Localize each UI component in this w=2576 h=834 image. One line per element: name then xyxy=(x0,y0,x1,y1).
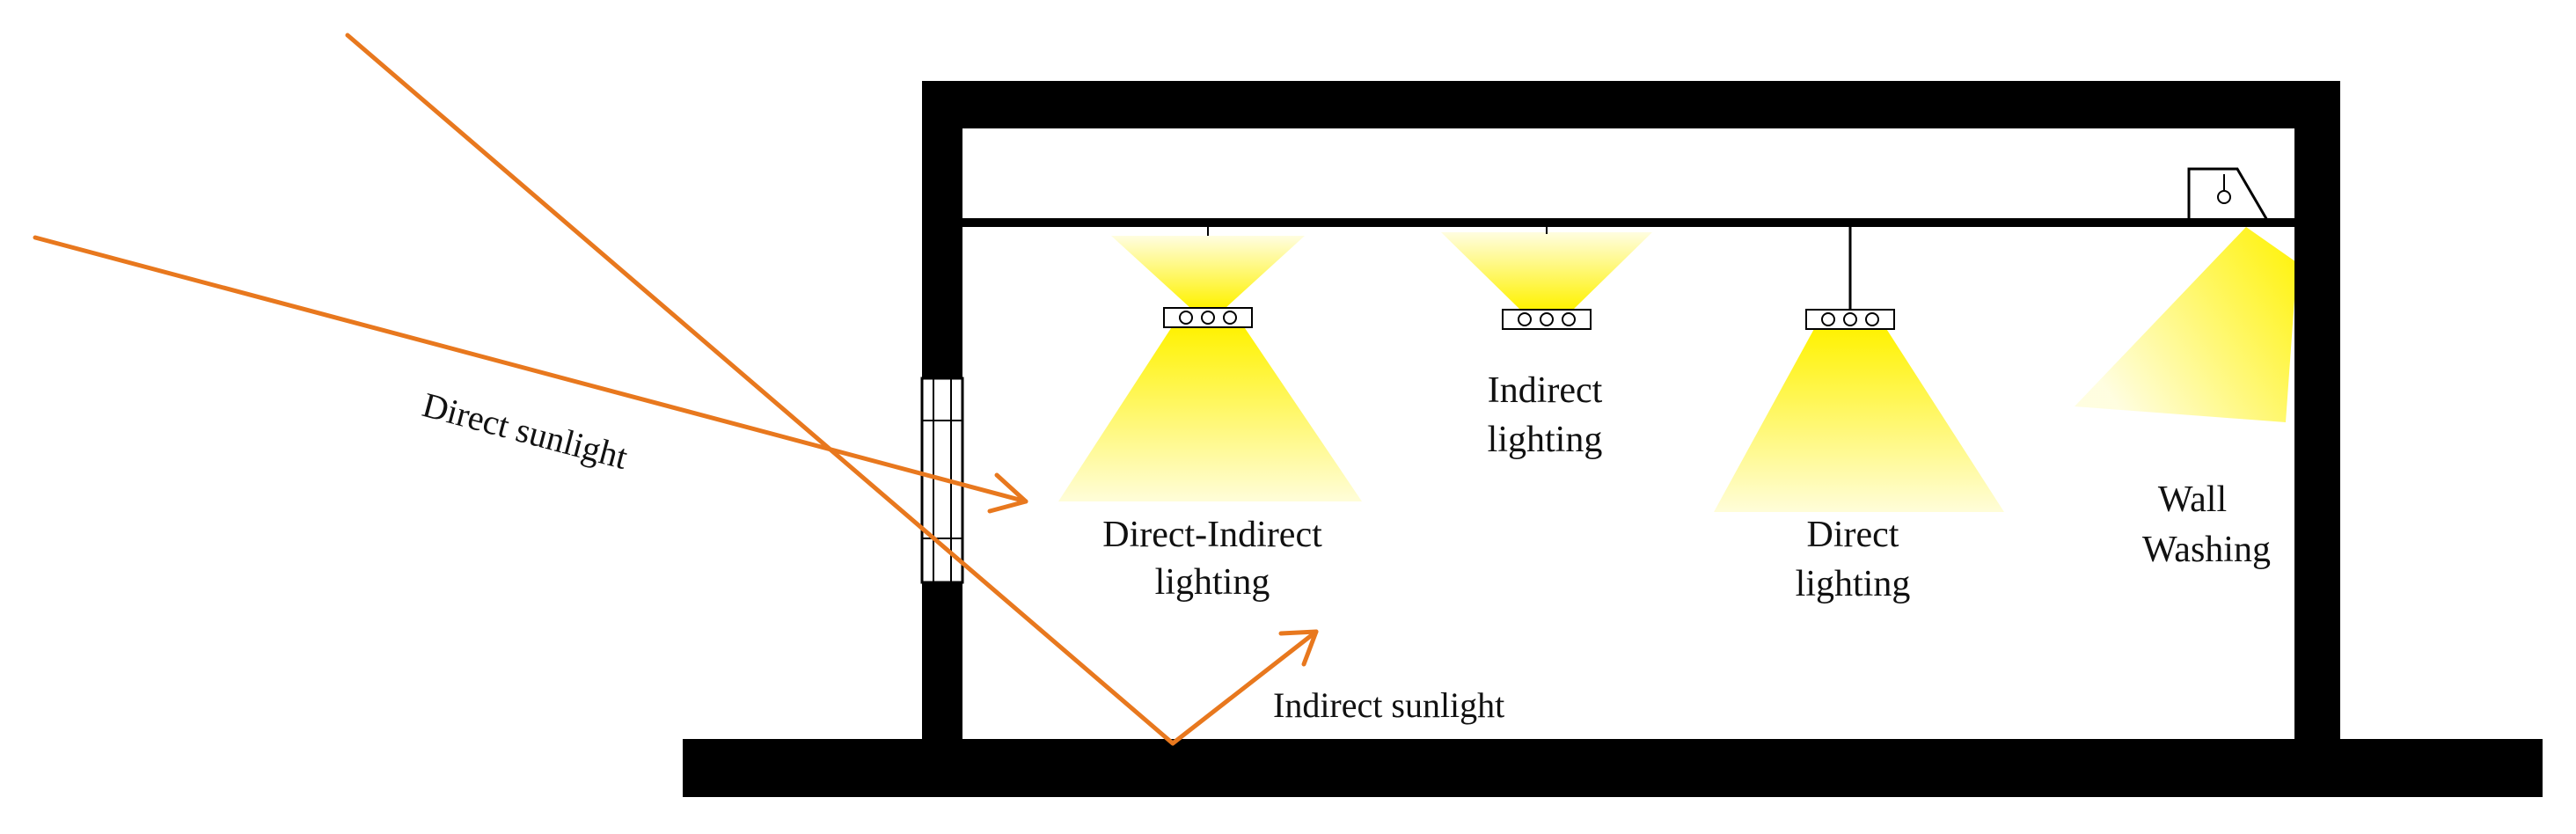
left-wall-lower xyxy=(922,582,962,748)
direct-indirect-luminaire xyxy=(1058,227,1362,501)
sunlight-rays xyxy=(33,33,1319,746)
uplight-beam xyxy=(1441,232,1652,310)
wall-wash-beam xyxy=(2075,227,2299,422)
wall-washer xyxy=(2075,167,2299,422)
indirect-luminaire xyxy=(1441,225,1652,330)
indirect-lighting-label-line1: Indirect xyxy=(1488,370,1603,411)
wall-washing-label-line2: Washing xyxy=(2142,530,2271,570)
direct-luminaire xyxy=(1714,227,2004,512)
uplight-beam xyxy=(1111,236,1305,308)
roof xyxy=(922,81,2340,128)
ceiling-line xyxy=(962,218,2294,227)
direct-sunlight-ray xyxy=(33,235,1028,504)
indirect-sunlight-arrowhead xyxy=(1278,629,1319,667)
ground-slab xyxy=(683,739,2543,797)
direct-indirect-lighting-label-line1: Direct-Indirect xyxy=(1102,515,1322,555)
downlight-beam xyxy=(1058,326,1362,501)
downlight-beam xyxy=(1714,327,2004,512)
direct-sunlight-arrowhead xyxy=(987,472,1028,514)
direct-lighting-label-line2: lighting xyxy=(1796,564,1911,604)
reflected-sunlight-ray xyxy=(345,33,1319,746)
indirect-sunlight-label: Indirect sunlight xyxy=(1273,685,1504,725)
direct-sunlight-label: Direct sunlight xyxy=(419,384,632,477)
wall-washing-label-line1: Wall xyxy=(2158,479,2227,520)
right-wall xyxy=(2294,81,2340,748)
building-structure xyxy=(683,81,2543,797)
indirect-lighting-label-line2: lighting xyxy=(1488,420,1603,460)
direct-indirect-lighting-label-line2: lighting xyxy=(1155,562,1270,603)
direct-lighting-label-line1: Direct xyxy=(1807,515,1899,555)
left-wall-upper xyxy=(922,81,962,378)
